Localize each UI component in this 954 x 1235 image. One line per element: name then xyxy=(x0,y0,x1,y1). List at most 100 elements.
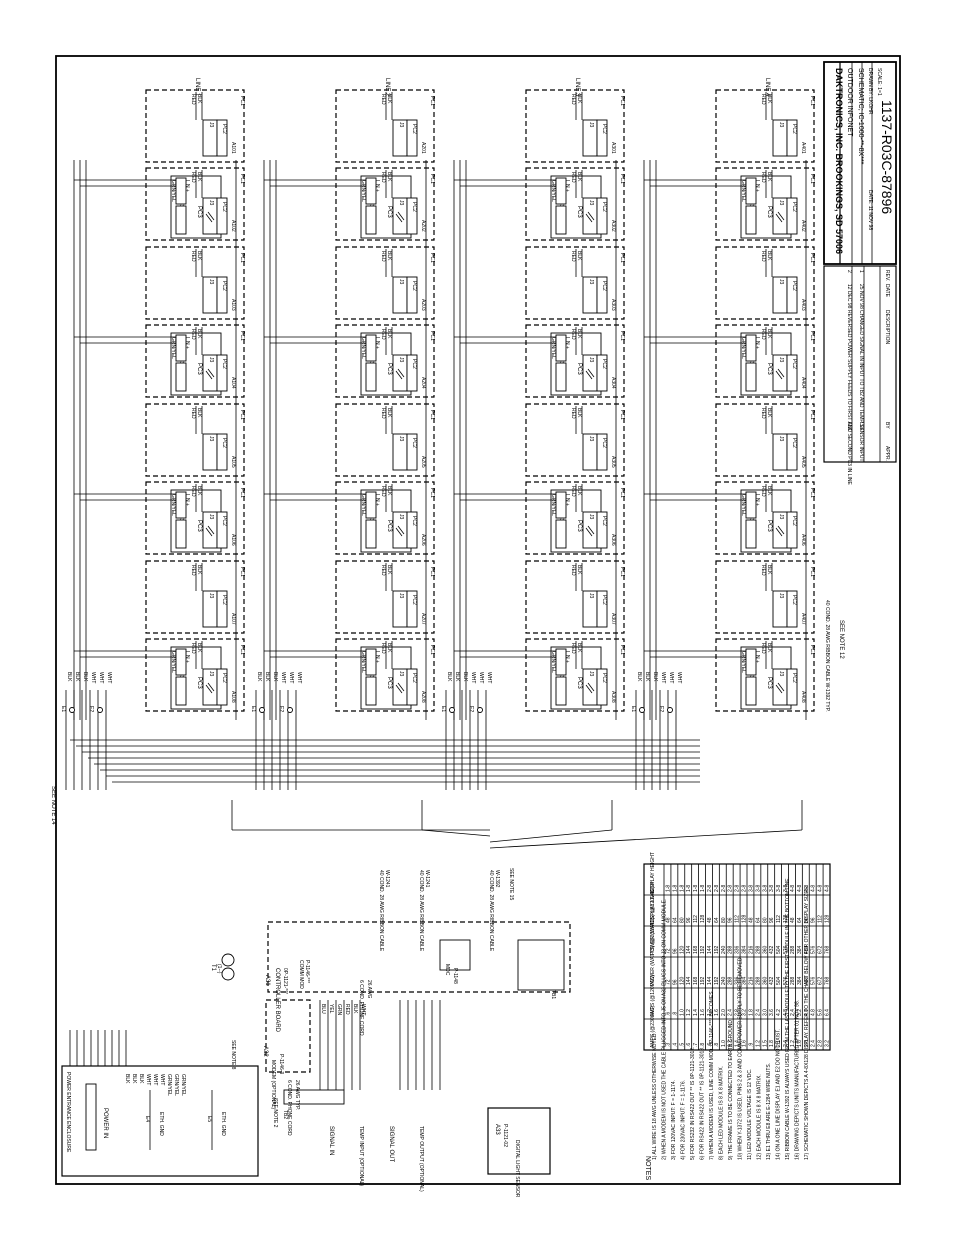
pc1-label: PC1 xyxy=(809,174,815,184)
pc3-label: PC3 xyxy=(196,363,202,375)
pc1-label: PC1 xyxy=(619,567,625,577)
pc2-label: PC2 xyxy=(221,124,227,134)
power-wire-label: GRN/YEL xyxy=(173,1074,179,1096)
e2-label: E2 xyxy=(468,706,474,712)
chart-cell: 3.0 xyxy=(762,1009,768,1016)
j1-pins: L N + xyxy=(754,180,760,192)
j2-terminal xyxy=(555,676,567,706)
red-tag: RED xyxy=(760,251,766,262)
blk-tag: BLK xyxy=(576,172,582,182)
wire-color-label: WHT xyxy=(288,672,294,683)
j1-pins: L N + xyxy=(564,337,570,349)
pc3-detail: PC31 2 3 4 5 6L N +GRN/YEL xyxy=(360,491,405,549)
grnyel-tag: GRN/YEL xyxy=(740,337,746,359)
pc3-label: PC3 xyxy=(766,520,772,532)
pc3-detail: PC31 2 3 4 5 6L N +GRN/YEL xyxy=(170,648,215,706)
blk-tag: BLK xyxy=(766,251,772,261)
j3-label: J3 xyxy=(208,357,214,363)
j3-label: J3 xyxy=(398,514,404,520)
j2-terminal xyxy=(745,362,757,392)
chart-cell: 2-8 xyxy=(714,885,720,892)
pc3-label: PC3 xyxy=(766,363,772,375)
wire-color-label: BLK xyxy=(652,672,658,682)
temp-input-label: TEMP INPUT (OPTIONAL) xyxy=(358,1126,364,1186)
pc2-connector xyxy=(596,119,608,157)
red-tag: RED xyxy=(570,329,576,340)
pc2-connector xyxy=(406,119,418,157)
module-outline xyxy=(715,403,815,477)
red-tag: RED xyxy=(380,251,386,262)
pc1-label: PC1 xyxy=(809,253,815,263)
chart-cell: 2.0 xyxy=(721,1009,727,1016)
sensor-outline xyxy=(487,1107,551,1175)
wire-color-label: BLK xyxy=(74,672,80,682)
pc2-label: PC2 xyxy=(601,673,607,683)
note-item: 15) RIBBON CABLE W-1392 IS ALWAYS USED F… xyxy=(785,877,791,1160)
j3-label: J3 xyxy=(208,593,214,599)
chart-cell: 80 xyxy=(762,917,768,923)
cord-label: 6 COND. PHONE CORD xyxy=(286,1080,292,1136)
note-item: 13) E1 THRU E8 ARE E-1284 WIRE NUTS. xyxy=(766,1063,772,1160)
j1-terminal xyxy=(175,177,187,205)
blk-tag: BLK xyxy=(576,94,582,104)
j2-terminal xyxy=(365,676,377,706)
chart-cell: 96 xyxy=(811,917,817,923)
line-label: LINE 2 xyxy=(384,78,390,97)
j3-label: J3 xyxy=(398,436,404,442)
revision-header: DESCRIPTION xyxy=(884,310,890,345)
chart-cell: 192 xyxy=(700,976,706,985)
module-outline xyxy=(335,560,435,634)
note-item: 14) ON A ONE LINE DISPLAY E1 AND E2 DO N… xyxy=(776,1029,782,1160)
ground-symbol xyxy=(395,370,403,380)
blk-tag: BLK xyxy=(766,486,772,496)
pc1-label: PC1 xyxy=(429,488,435,498)
j3-label: J3 xyxy=(588,671,594,677)
mdc-chip xyxy=(439,939,471,971)
chart-cell: 576 xyxy=(811,976,817,985)
chart-cell: 288 xyxy=(728,976,734,985)
chart-cell: 112 xyxy=(735,915,741,923)
blk-tag: BLK xyxy=(386,643,392,653)
chart-cell: 64 xyxy=(672,917,678,923)
module-outline xyxy=(335,403,435,477)
see-note-14: SEE NOTE 14 xyxy=(50,786,56,825)
blk-tag: BLK xyxy=(196,408,202,418)
modem-label: MODEM (OPTIONAL) xyxy=(270,1060,276,1110)
pc1-label: PC1 xyxy=(239,331,245,341)
chart-cell: 4-8 xyxy=(804,885,810,892)
module-id: A105 xyxy=(230,456,236,468)
ground-symbol xyxy=(397,525,405,535)
junction-e2 xyxy=(667,707,673,713)
pc2-label: PC2 xyxy=(411,438,417,448)
chart-cell: 216 xyxy=(748,976,754,985)
chart-cell: 96 xyxy=(769,917,775,923)
wire-color-label: BLK xyxy=(264,672,270,682)
chart-cell: 2-8 xyxy=(707,885,713,892)
j1-pins: L N + xyxy=(184,494,190,506)
chart-cell: 1.0 xyxy=(721,1040,727,1047)
module-id: A203 xyxy=(420,299,426,311)
chart-cell: .3 xyxy=(665,1043,671,1047)
red-tag: RED xyxy=(570,565,576,576)
note-item: 6) FOR RS422 IN RS422 OUT ** IS 0P-1121-… xyxy=(700,1047,706,1160)
a33-part: P-1121-02 xyxy=(502,1124,508,1147)
wire-color-label: BLK xyxy=(644,672,650,682)
note-item: 8) EACH LED MODULE IS 8 X 8 MATRIX. xyxy=(719,1066,725,1160)
pc1-label: PC1 xyxy=(429,410,435,420)
chart-cell: 5.6 xyxy=(818,1009,824,1016)
module-id: A403 xyxy=(800,299,806,311)
j3-label: J3 xyxy=(778,122,784,128)
ground-symbol xyxy=(587,368,595,378)
module-id: A204 xyxy=(420,377,426,389)
power-wire-label: GRN/YEL xyxy=(180,1074,186,1096)
ground-symbol xyxy=(205,527,213,537)
red-tag: RED xyxy=(760,329,766,340)
chart-cell: 120 xyxy=(679,976,685,985)
j3-label: J3 xyxy=(588,593,594,599)
wire-color-label: WHT xyxy=(660,672,666,683)
